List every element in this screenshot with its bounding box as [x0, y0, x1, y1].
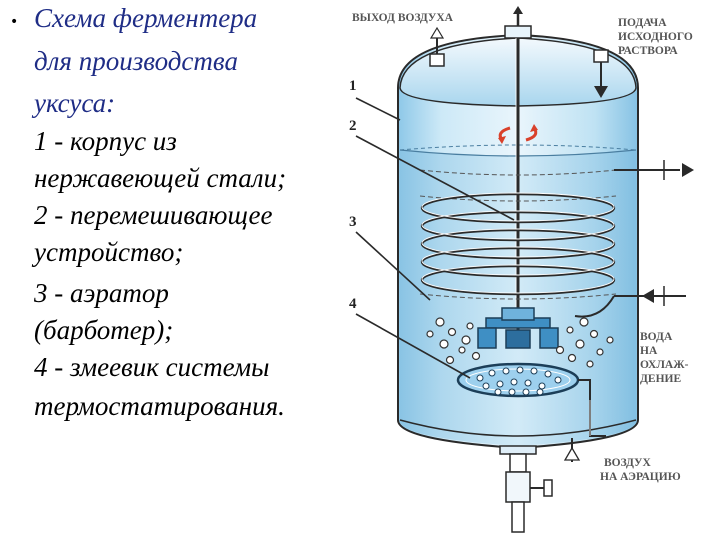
- bullet-marker: •: [10, 14, 19, 30]
- impeller: [477, 307, 559, 349]
- rotation-arrows: [498, 124, 538, 144]
- label-water-1: ВОДА: [640, 331, 673, 343]
- label-feed-2: ИСХОДНОГО: [618, 31, 693, 43]
- caption-item-line-8: термостатирования.: [34, 391, 285, 421]
- air-bubbles: [426, 317, 614, 368]
- label-air-in-1: ВОЗДУХ: [604, 457, 651, 469]
- label-water-2: НА: [640, 345, 658, 357]
- drain-valve: [499, 445, 553, 533]
- air-inlet-arrow: [563, 438, 581, 462]
- coil-pipes: [574, 160, 694, 318]
- label-feed-3: РАСТВОРА: [618, 45, 678, 57]
- label-num-4: 4: [349, 296, 357, 312]
- label-num-1: 1: [349, 78, 357, 94]
- label-num-2: 2: [349, 118, 357, 134]
- caption-item-line-1: 1 - корпус из: [34, 126, 177, 156]
- caption-item-line-7: 4 - змеевик системы: [34, 352, 270, 382]
- label-air-in-2: НА АЭРАЦИЮ: [600, 471, 681, 483]
- sparger: [456, 362, 606, 437]
- caption-item-line-2: нержавеющей стали;: [34, 163, 287, 193]
- label-feed-1: ПОДАЧА: [618, 17, 667, 29]
- label-water-4: ДЕНИЕ: [640, 373, 681, 385]
- caption-item-line-3: 2 - перемешивающее: [34, 200, 273, 230]
- cooling-coil-highlight: [421, 192, 615, 294]
- caption-title-line-3: уксуса:: [34, 88, 116, 118]
- label-num-3: 3: [349, 214, 357, 230]
- stirrer-shaft: [515, 38, 520, 330]
- leader-lines: [355, 97, 515, 379]
- caption-title-line-1: Схема ферментера: [34, 3, 258, 33]
- label-air-out: ВЫХОД ВОЗДУХА: [352, 12, 454, 24]
- label-water-3: ОХЛАЖ-: [640, 359, 689, 371]
- caption-title-line-2: для производства: [34, 46, 238, 76]
- caption-item-line-4: устройство;: [34, 237, 184, 267]
- caption-item-line-6: (барботер);: [34, 315, 174, 345]
- caption-item-line-5: 3 - аэратор: [34, 278, 169, 308]
- caption-panel: • Схема ферментера для производства уксу…: [0, 0, 345, 540]
